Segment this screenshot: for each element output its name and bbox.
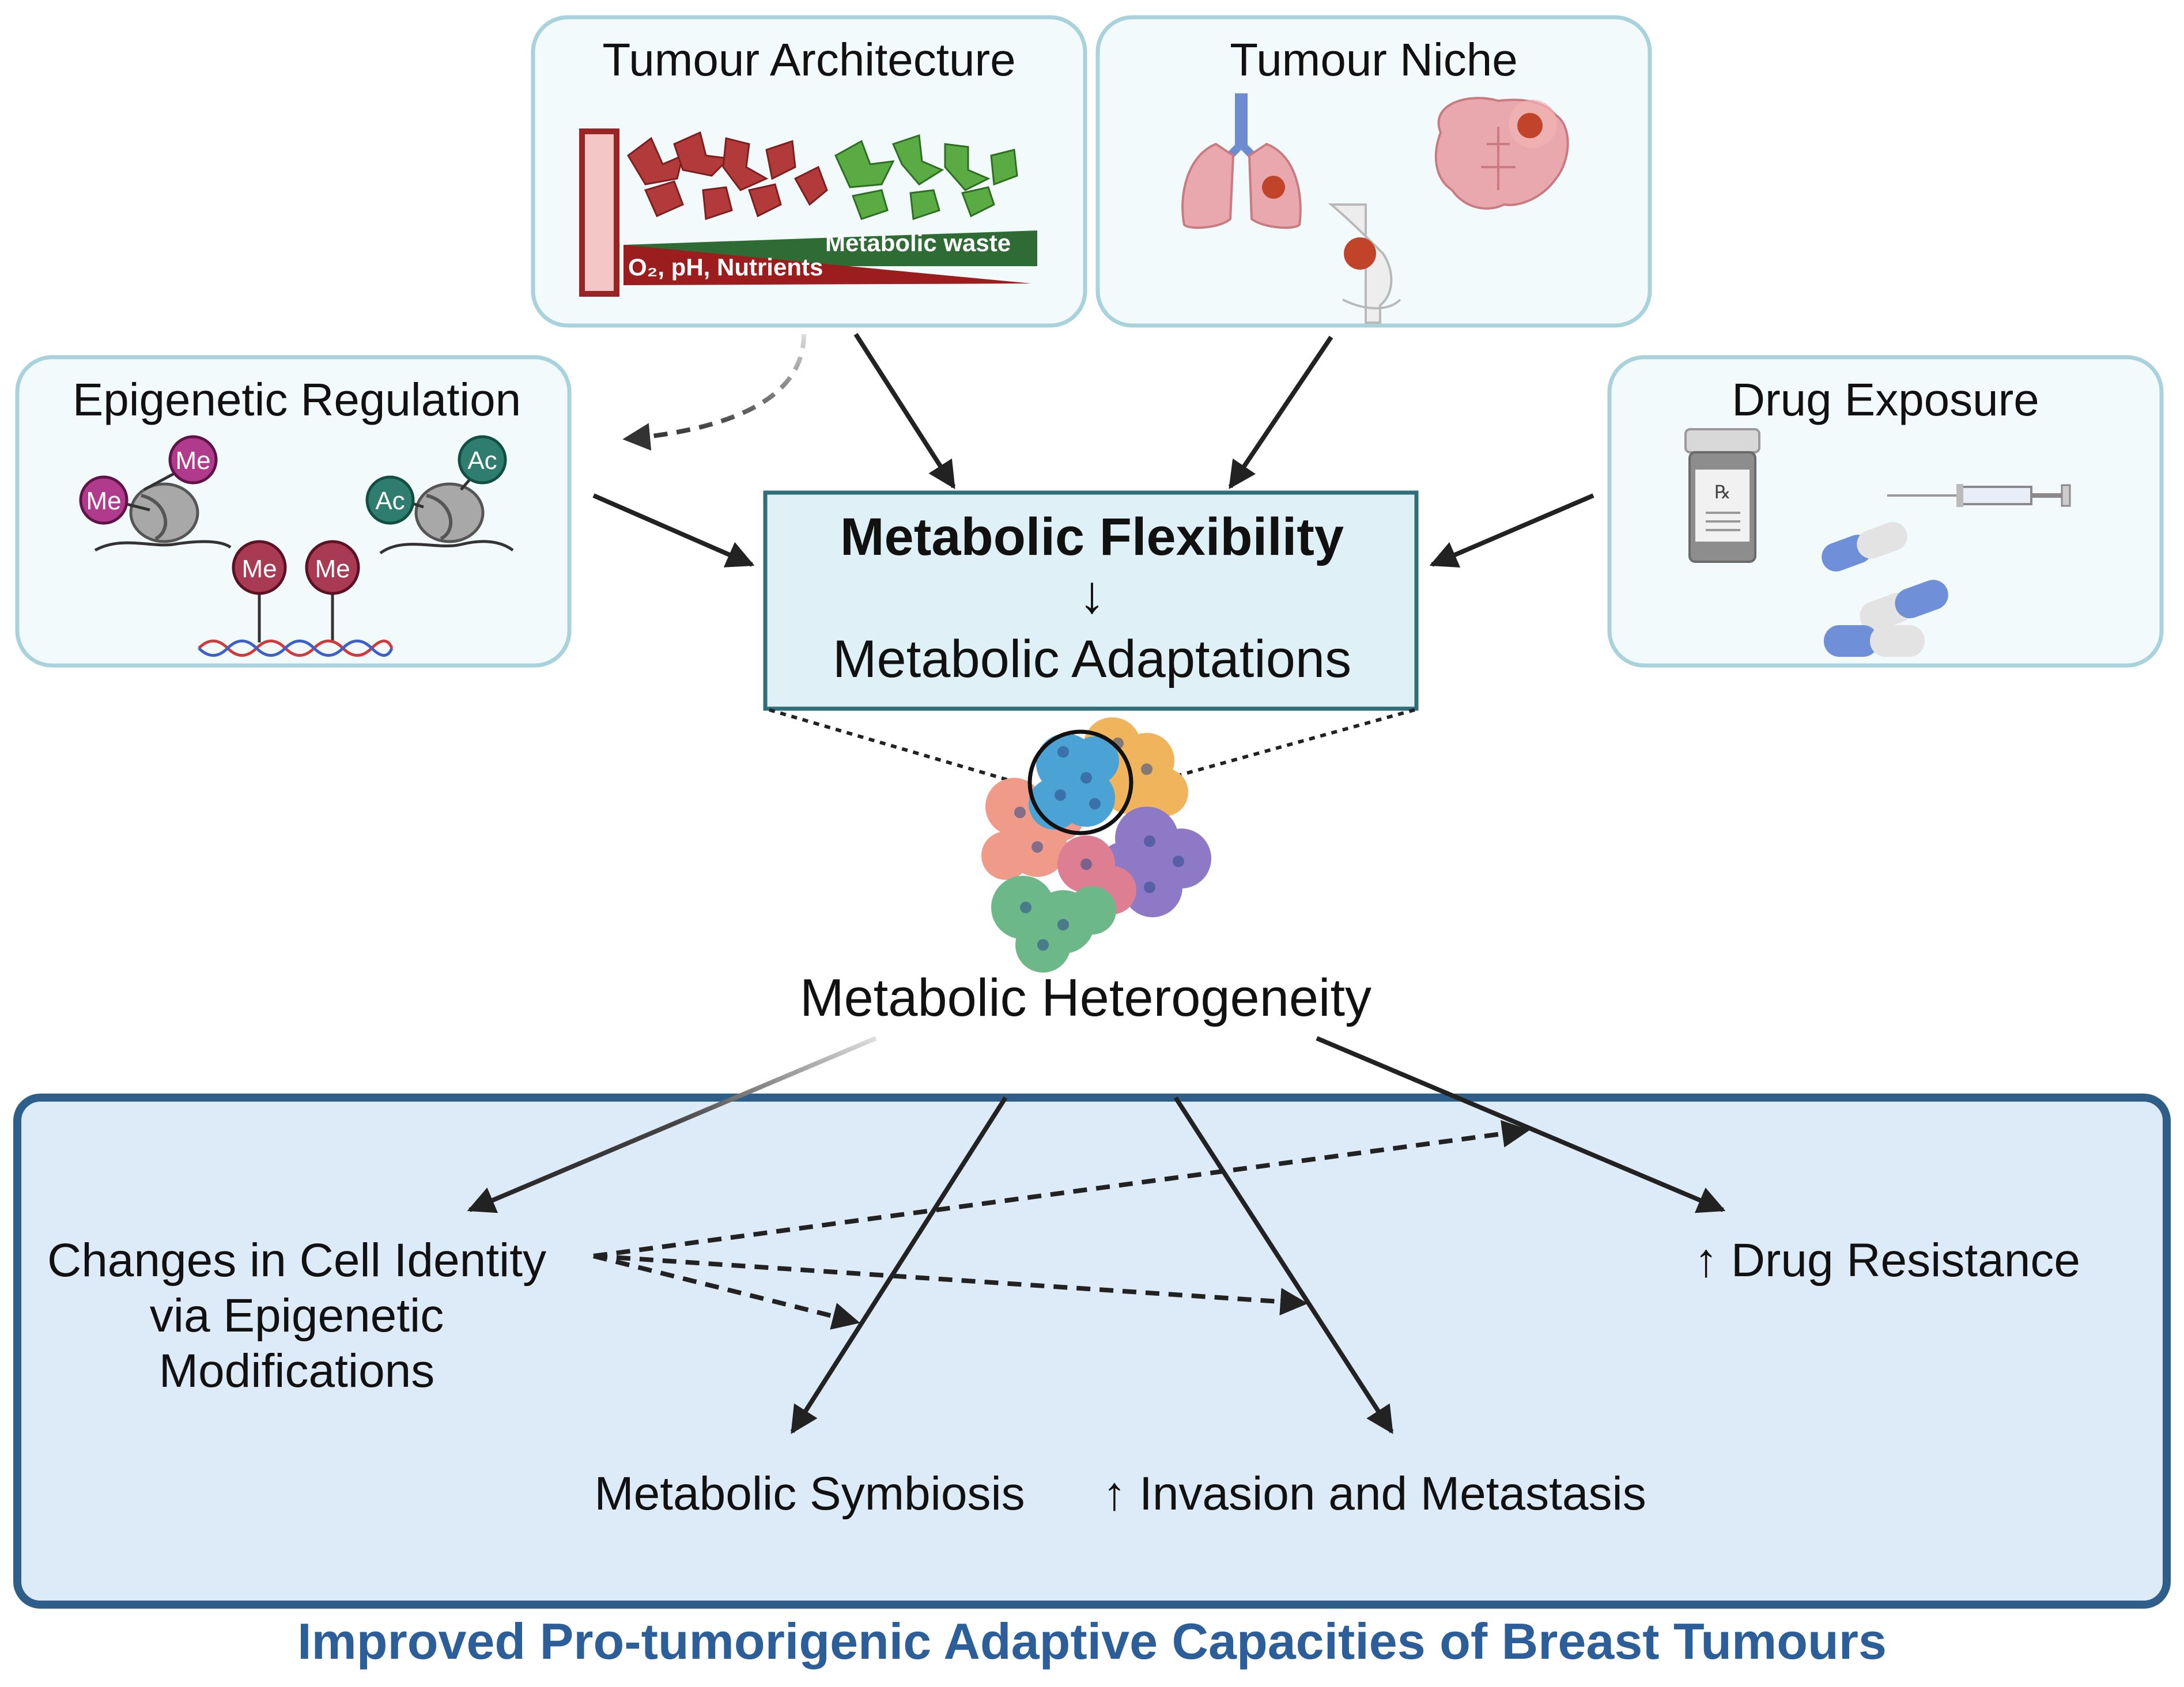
arrow-heterogeneity-to-invasion [1173, 1096, 1394, 1435]
dashed-arrow-identity-to-drug-resistance [593, 1119, 1530, 1258]
dna-strand-right [379, 543, 462, 555]
dna-methyl-tag [305, 540, 360, 595]
drug-exposure-illustration: ℞ [1684, 428, 2071, 657]
lung-tumour [1262, 176, 1285, 199]
lungs [1181, 93, 1302, 229]
metabolic-flexibility-title: Metabolic Flexibility [840, 508, 1344, 566]
epigenetic-illustration: Me Me Ac Ac Me Me [79, 435, 514, 657]
capsule [1860, 580, 1948, 631]
green-cell-cluster [834, 134, 1018, 221]
rx-symbol: ℞ [1714, 481, 1731, 503]
nutrient-gradient [624, 245, 1031, 285]
cell-identity-line: via Epigenetic [149, 1289, 444, 1342]
breast [1328, 203, 1401, 324]
drug-resistance-outcome: ↑ Drug Resistance [1694, 1234, 2080, 1287]
dna-double-helix [198, 640, 394, 657]
capsule [1822, 521, 1907, 572]
central-down-arrow: ↓ [1079, 565, 1105, 624]
arrow-drug-to-flexibility [1429, 493, 1594, 568]
arrow-architecture-to-flexibility [853, 332, 956, 490]
acetyl-tag [365, 475, 415, 525]
drug-exposure-title: Drug Exposure [1732, 374, 2039, 425]
heterogeneous-tumour-cluster [981, 717, 1211, 973]
brain-tumour [1517, 113, 1543, 138]
cluster-green [991, 876, 1116, 973]
footer-caption: Improved Pro-tumorigenic Adaptive Capaci… [297, 1613, 1887, 1670]
outcome-box [13, 1094, 2171, 1609]
metabolic-symbiosis-outcome: Metabolic Symbiosis [594, 1467, 1025, 1520]
capsule [1824, 625, 1925, 657]
zoom-circle [1027, 729, 1133, 835]
epigenetic-regulation-title: Epigenetic Regulation [72, 374, 522, 425]
pill-bottle-cap [1684, 428, 1760, 453]
breast-tumour [1344, 237, 1376, 270]
methyl-tag-label: Me [86, 487, 121, 515]
cluster-nuclei [1014, 737, 1184, 951]
tumour-niche-title: Tumour Niche [1230, 34, 1518, 85]
metabolic-waste-label: Metabolic waste [825, 229, 1011, 256]
metabolic-adaptations-label: Metabolic Adaptations [832, 630, 1352, 689]
cell-identity-line: Changes in Cell Identity [47, 1234, 547, 1287]
arrow-niche-to-flexibility [1228, 335, 1333, 489]
metabolic-heterogeneity-label: Metabolic Heterogeneity [799, 969, 1372, 1027]
dna-methyl-tag-label: Me [315, 555, 350, 583]
dashed-arrow-identity-to-invasion [593, 1254, 1308, 1316]
dna-methyl-tag [232, 540, 287, 595]
zoom-line-left [769, 708, 1041, 791]
cluster-blue [1029, 733, 1119, 830]
tumour-architecture-illustration [579, 128, 1037, 297]
tumour-architecture-title: Tumour Architecture [602, 34, 1016, 85]
metabolic-flexibility-box [763, 490, 1419, 711]
brain [1434, 97, 1569, 210]
blood-vessel [579, 128, 619, 297]
syringe [1887, 484, 2071, 507]
acetyl-tag-label: Ac [467, 447, 497, 475]
nutrient-gradient-label: O₂, pH, Nutrients [628, 254, 823, 281]
cell-identity-outcome: Changes in Cell Identity via Epigenetic … [47, 1233, 546, 1399]
epigenetic-regulation-panel [15, 355, 572, 668]
dna-methyl-tag-label: Me [241, 555, 277, 583]
invasion-metastasis-outcome: ↑ Invasion and Metastasis [1102, 1467, 1646, 1520]
arrow-epigenetic-to-flexibility [592, 493, 755, 568]
tumour-niche-illustration [1181, 93, 1569, 324]
methyl-tag [79, 475, 129, 525]
cell-identity-line: Modifications [158, 1345, 435, 1397]
arrow-architecture-to-epigenetic [622, 334, 806, 451]
acetyl-tag [458, 435, 507, 485]
methyl-tag-label: Me [175, 447, 210, 475]
red-cell-cluster [627, 131, 828, 221]
acetyl-tag-label: Ac [375, 487, 405, 515]
arrow-heterogeneity-to-cell-identity [467, 1036, 877, 1213]
dna-strand-left [94, 541, 173, 552]
arrow-heterogeneity-to-symbiosis [790, 1096, 1008, 1435]
methyl-tag [168, 435, 218, 485]
